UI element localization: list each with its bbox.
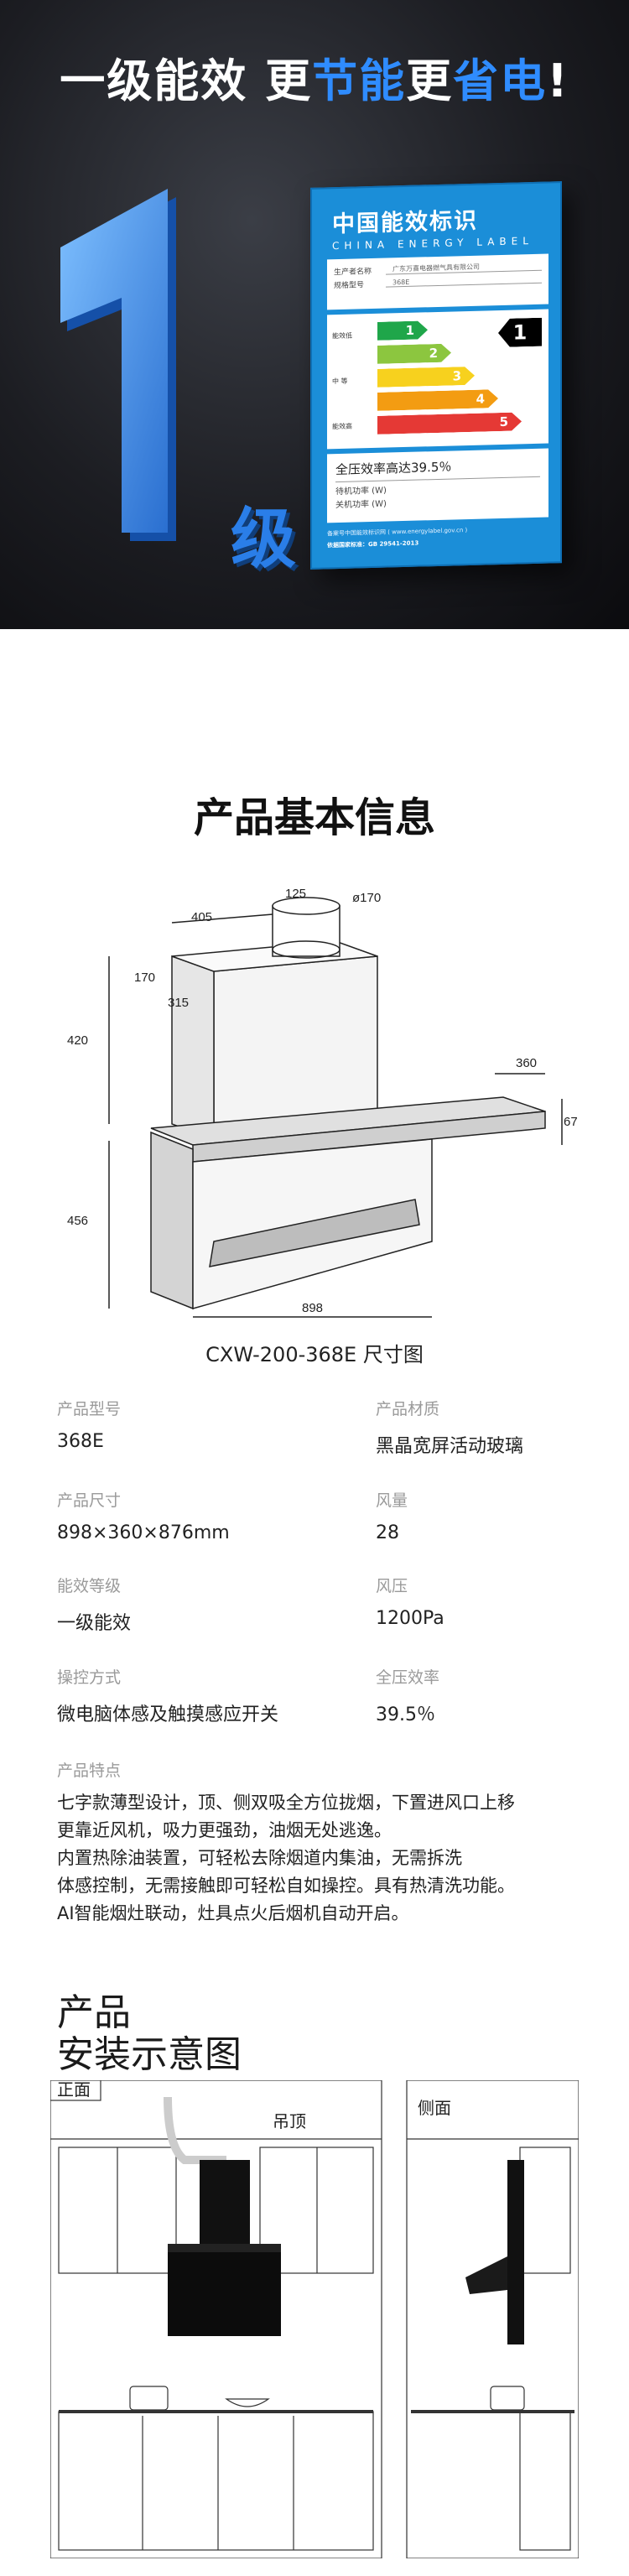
dim-125: 125 [285,887,306,901]
grade-side-mid: 中 等 [332,377,348,386]
grade-bar-3: 3 [377,367,475,388]
dim-170: 170 [134,971,155,985]
features-title: 产品特点 [57,1762,122,1780]
spec-value: 微电脑体感及触摸感应开关 [57,1704,279,1725]
dim-170-dia: ø170 [352,891,381,905]
grade-side-low: 能效低 [332,331,352,341]
big-one-graphic: 1 [60,189,176,541]
dim-420: 420 [67,1033,88,1048]
feature-line: 七字款薄型设计，顶、侧双吸全方位拢烟，下置进风口上移 [57,1793,515,1813]
hero-headline: 一级能效 更节能更省电! [0,44,629,110]
spec-value: 一级能效 [57,1613,132,1634]
spec-label: 能效等级 [57,1577,122,1595]
dimension-drawing: 405 125 ø170 170 315 420 360 67 456 898 [34,872,587,1325]
feature-line: 体感控制，无需接触即可轻松自如操控。具有热清洗功能。 [57,1876,515,1896]
grade-bar-5: 5 [377,412,522,435]
headline-text-3: 更 [406,55,454,107]
spec-item: 风压 1200Pa [376,1574,594,1635]
spec-item: 产品材质黑晶宽屏活动玻璃 [376,1397,594,1458]
spec-label: 产品材质 [376,1400,440,1418]
dim-898: 898 [302,1301,323,1315]
install-title: 产品 安装示意图 [57,1992,242,2076]
install-title-line1: 产品 [57,1991,131,2034]
spec-item: 全压效率 39.5％ [376,1665,594,1726]
product-info-title: 产品基本信息 [193,794,435,841]
spec-item: 风量 28 [376,1488,594,1543]
model-key: 规格型号 [334,280,365,290]
feature-line: 更靠近风机，吸力更强劲，油烟无处逃逸。 [57,1820,392,1840]
hero-banner: 一级能效 更节能更省电! 1 级 中国能效标识 CHINA ENERGY LAB… [0,0,629,629]
side-view-label: 侧面 [418,2099,451,2118]
energy-label-footer: 备案号中国能效标识网 ( www.energylabel.gov.cn ) 依据… [327,522,548,558]
spec-value: 1200Pa [376,1608,444,1629]
spec-item: 能效等级一级能效 [57,1574,376,1635]
energy-label-title: 中国能效标识 [332,207,478,238]
model-value: 368E [386,274,542,288]
grade-badge: 1 [498,318,542,347]
spec-value: 28 [376,1522,399,1543]
maker-key: 生产者名称 [334,267,372,277]
spec-value: 39.5％ [376,1704,435,1725]
headline-text-1: 一级能效 更 [60,55,313,107]
drawing-caption: CXW-200-368E 尺寸图 [205,1343,424,1366]
energy-label-efficiency: 全压效率高达39.5％ 待机功率 (W) 关机功率 (W) [327,448,548,523]
headline-text-5: ! [547,55,569,107]
headline-text-4: 省电 [453,55,548,107]
spec-label: 风量 [376,1491,408,1510]
feature-line: 内置热除油装置，可轻松去除烟道内集油，无需拆洗 [57,1848,462,1868]
headline-text-2: 节能 [312,55,407,107]
level-char: 级 [231,502,297,577]
dim-456: 456 [67,1214,88,1228]
feature-line: AI智能烟灶联动，灶具点火后烟机自动开启。 [57,1903,409,1923]
dimension-svg: 405 125 ø170 170 315 420 360 67 456 898 [67,887,578,1318]
spec-label: 风压 [376,1577,408,1595]
dim-360: 360 [516,1056,537,1070]
dim-405: 405 [191,910,212,924]
install-diagram: 正面 吊顶 侧面 [49,2079,580,2559]
ceiling-label: 吊顶 [273,2113,306,2131]
dim-315: 315 [168,996,189,1010]
spec-label: 全压效率 [376,1668,440,1687]
front-view-label: 正面 [57,2081,91,2100]
energy-label-card: 中国能效标识 CHINA ENERGY LABEL 生产者名称广东万喜电器燃气具… [310,181,562,570]
spec-label: 操控方式 [57,1668,122,1687]
dim-67: 67 [564,1115,578,1129]
energy-label-header: 中国能效标识 CHINA ENERGY LABEL [332,200,533,252]
energy-grade-chart: 能效低 中 等 能效高 1 2 3 4 5 1 [327,309,548,450]
spec-item: 操控方式微电脑体感及触摸感应开关 [57,1665,376,1726]
spec-value: 368E [57,1431,104,1452]
spec-label: 产品型号 [57,1400,122,1418]
install-svg: 正面 吊顶 侧面 [49,2079,580,2559]
efficiency-text: 全压效率高达39.5％ [335,455,540,483]
grade-bar-4: 4 [377,389,498,411]
spec-value: 898×360×876mm [57,1522,230,1543]
grade-side-high: 能效高 [332,422,352,431]
install-title-line2: 安装示意图 [57,2033,242,2076]
spec-label: 产品尺寸 [57,1491,122,1510]
spec-item: 产品尺寸 898×360×876mm [57,1488,376,1543]
grade-bar-2: 2 [377,344,451,364]
spec-item: 产品型号 368E [57,1397,376,1458]
grade-bar-1: 1 [377,320,428,341]
spec-value: 黑晶宽屏活动玻璃 [376,1436,524,1457]
